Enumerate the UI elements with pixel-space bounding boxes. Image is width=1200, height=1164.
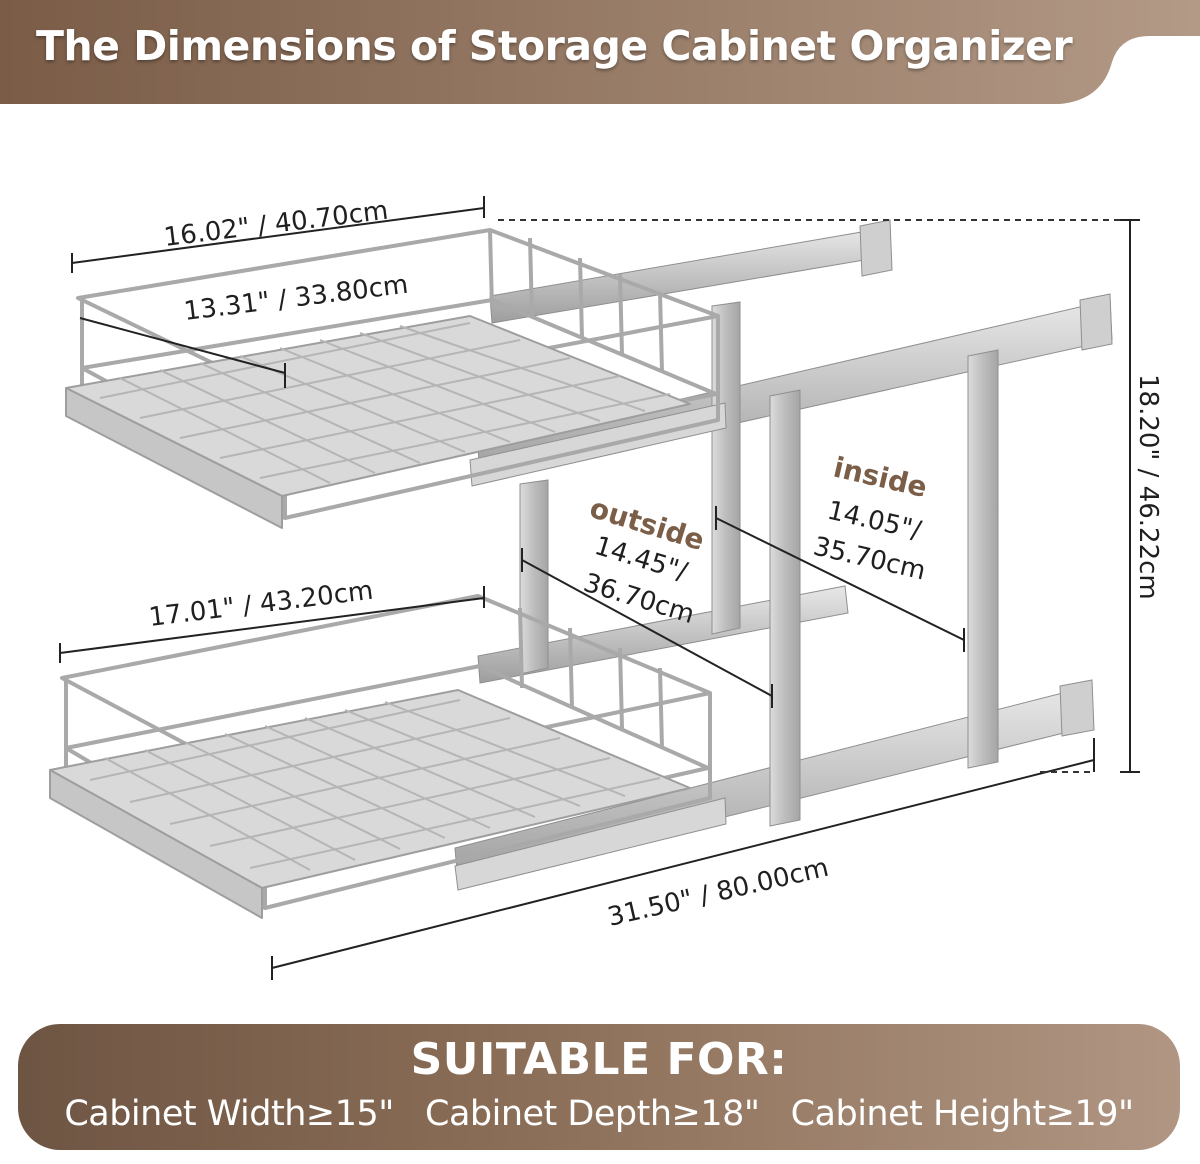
top-basket [65, 228, 720, 529]
product-illustration: 16.02" / 40.70cm 13.31" / 33.80cm 17.01"… [49, 196, 1163, 980]
rear-left-upright [519, 479, 549, 675]
dimension-lines [59, 196, 1140, 980]
dashed-guides [498, 219, 1120, 773]
rear-bracket [859, 219, 893, 277]
page-title: The Dimensions of Storage Cabinet Organi… [36, 22, 1073, 70]
extended-depth-line [271, 759, 1095, 969]
header-banner [0, 0, 1200, 104]
top-outer-width-label: 16.02" / 40.70cm [162, 196, 390, 253]
front-right-upright [967, 349, 999, 769]
cabinet-depth-requirement: Cabinet Depth≥18" [425, 1094, 760, 1134]
bottom-width-line [59, 597, 485, 654]
extended-depth-label: 31.50" / 80.00cm [605, 853, 832, 933]
total-height-label: 18.20" / 46.22cm [1133, 374, 1163, 600]
mid-slide-bottom [454, 797, 727, 891]
rear-top-rail [489, 227, 889, 324]
suitable-for-banner: SUITABLE FOR: Cabinet Width≥15" Cabinet … [18, 1024, 1180, 1150]
suitable-for-heading: SUITABLE FOR: [410, 1034, 788, 1085]
top-inner-width-line [79, 317, 286, 374]
cabinet-requirements: Cabinet Width≥15" Cabinet Depth≥18" Cabi… [18, 1094, 1180, 1134]
front-left-upright [769, 389, 801, 827]
bottom-basket-grid [89, 699, 661, 871]
bottom-bracket [1059, 679, 1095, 737]
front-bracket [1079, 293, 1113, 351]
inside-depth-line [715, 517, 965, 641]
top-outer-width-line [71, 207, 485, 264]
outside-depth-line [521, 559, 773, 697]
cabinet-width-requirement: Cabinet Width≥15" [64, 1094, 394, 1134]
top-basket-grid [99, 322, 671, 484]
cabinet-height-requirement: Cabinet Height≥19" [790, 1094, 1135, 1134]
bottom-basket [49, 594, 712, 919]
frame [454, 219, 1113, 891]
inside-label: inside [830, 451, 930, 504]
